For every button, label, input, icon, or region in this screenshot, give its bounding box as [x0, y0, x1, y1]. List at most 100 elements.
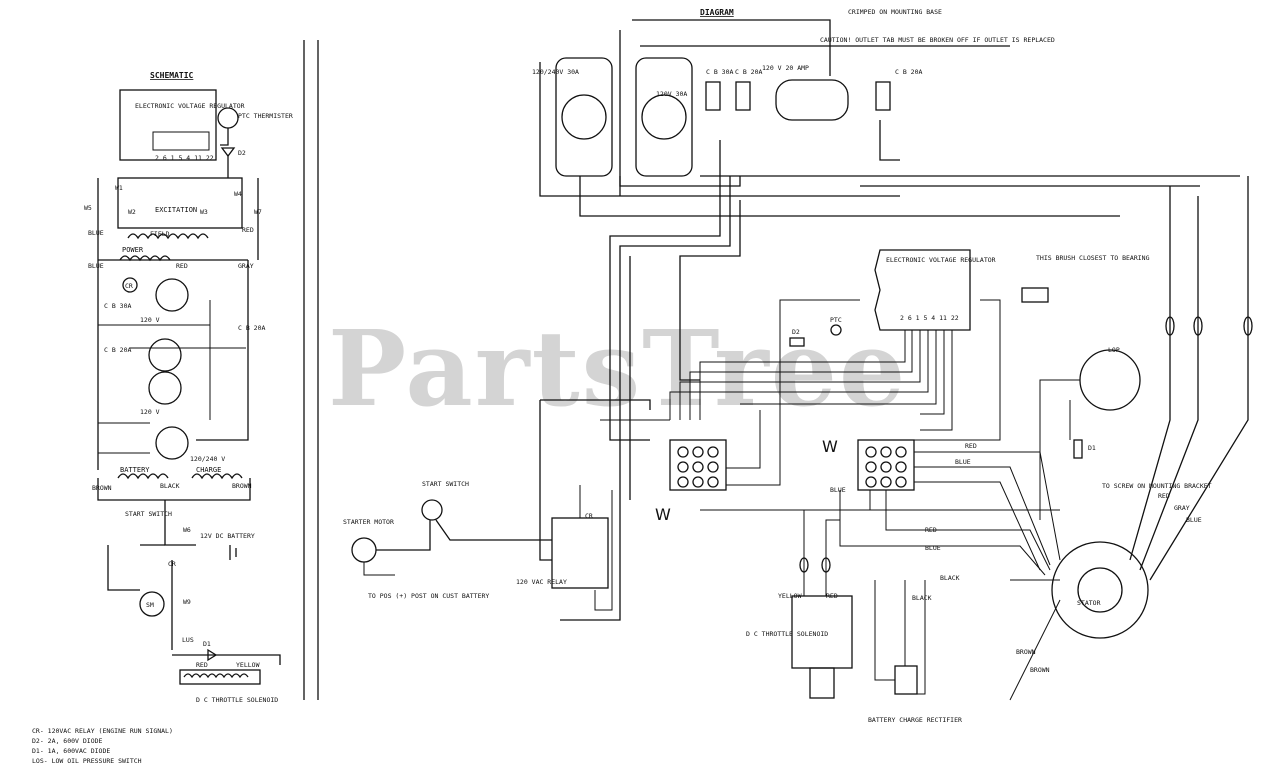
brush-holder-icon — [1021, 287, 1049, 303]
w3-label: W3 — [200, 208, 208, 216]
lead-red-label: RED — [1158, 492, 1170, 500]
diagram-solenoid-label: D C THROTTLE SOLENOID — [746, 630, 828, 638]
power-label: POWER — [122, 246, 144, 254]
circuit-breaker-20a — [735, 81, 751, 111]
diagram-d2-icon — [789, 337, 805, 347]
terminal-pin — [692, 461, 704, 473]
connector-icon — [1193, 316, 1203, 336]
svg-text:RED: RED — [176, 262, 188, 270]
schematic-legend: CR- 120VAC RELAY (ENGINE RUN SIGNAL) D2-… — [32, 727, 173, 765]
diagram-d1-label: D1 — [1088, 444, 1096, 452]
svg-text:RED: RED — [196, 661, 208, 669]
terminal-pin — [707, 461, 719, 473]
w5-label: W5 — [84, 204, 92, 212]
terminal-pin — [677, 461, 689, 473]
legend-item: D1- 1A, 600VAC DIODE — [32, 747, 110, 755]
charge-winding-icon — [191, 473, 243, 480]
w2-blue-label-2: BLUE — [925, 544, 941, 552]
receptacle-120-240-icon — [155, 426, 189, 460]
diagram-ptc-label: PTC — [830, 316, 842, 324]
start-switch-icon — [421, 499, 443, 521]
red-lead — [1129, 186, 1171, 561]
terminal-pin — [865, 446, 877, 458]
screw-note: TO SCREW ON MOUNTING BRACKET — [1102, 482, 1212, 490]
stator-icon — [1051, 541, 1149, 639]
harness-wire — [539, 62, 900, 197]
schematic-throttle-solenoid-box — [179, 669, 261, 685]
terminal-block-w1-pins — [677, 446, 719, 488]
watermark: PartsTree — [328, 307, 907, 430]
battery-label: BATTERY — [120, 466, 150, 474]
receptacle-30a-icon — [155, 278, 189, 312]
black-label: BLACK — [160, 482, 180, 490]
charge-label: CHARGE — [196, 466, 221, 474]
schematic-right-rail — [196, 260, 249, 441]
starter-motor-icon — [351, 537, 377, 563]
brush-note: THIS BRUSH CLOSEST TO BEARING — [1036, 254, 1150, 262]
lead-blue-label: BLUE — [1186, 516, 1202, 524]
schematic-throttle-label: D C THROTTLE SOLENOID — [196, 696, 278, 704]
schematic-section: SCHEMATIC ELECTRONIC VOLTAGE REGULATOR 2… — [32, 71, 293, 765]
terminal-pin — [895, 446, 907, 458]
crimp-note: CRIMPED ON MOUNTING BASE — [848, 8, 942, 16]
w6-label: W6 — [183, 526, 191, 534]
rec1-label: 120/240V 30A — [532, 68, 579, 76]
relay-cr-label: CR — [585, 512, 593, 520]
schematic-blue-label: BLUE — [88, 229, 104, 237]
stator-brown-label-2: BROWN — [1030, 666, 1050, 674]
w2-red-label-2: RED — [925, 526, 937, 534]
lop-label: LOP — [1108, 346, 1120, 354]
v120a-label: 120 V — [140, 316, 160, 324]
terminal-pin — [692, 476, 704, 488]
schematic-cb20b-label: C B 20A — [238, 324, 265, 332]
connector-icon — [1243, 316, 1253, 336]
terminal-block-w1 — [669, 439, 727, 491]
terminal-pin — [880, 446, 892, 458]
regulator-terminal-strip — [152, 131, 210, 151]
w9-label: W9 — [183, 598, 191, 606]
power-winding-icon — [119, 255, 171, 262]
terminal-pin — [707, 476, 719, 488]
trunk-wire-22 — [609, 140, 721, 441]
terminal-pin — [865, 476, 877, 488]
terminal-pin — [692, 446, 704, 458]
dc-battery-label: 12V DC BATTERY — [200, 532, 255, 540]
circuit-breaker-20a-right — [875, 81, 891, 111]
battery-charge-label: BATTERY CHARGE RECTIFIER — [868, 716, 962, 724]
v120240-label: 120/240 V — [190, 455, 225, 463]
battery-charge-rectifier-box — [894, 665, 918, 695]
w4-label: W4 — [234, 190, 242, 198]
field-label: FIELD — [150, 230, 170, 238]
schematic-cb30-label: C B 30A — [104, 302, 131, 310]
rec3-label: 120 V 20 AMP — [762, 64, 809, 72]
svg-text:BLUE: BLUE — [88, 262, 104, 270]
legend-item: D2- 2A, 600V DIODE — [32, 737, 103, 745]
receptacle-120v-30a-box — [635, 57, 693, 177]
stator-inner-icon — [1077, 567, 1123, 613]
legend-item: LOS- LOW OIL PRESSURE SWITCH — [32, 757, 142, 765]
w2-blue-label: BLUE — [955, 458, 971, 466]
svg-text:2 6 1 5 4 11 22: 2 6 1 5 4 11 22 — [155, 154, 214, 162]
schematic-title: SCHEMATIC — [150, 71, 194, 80]
connector-icon — [1165, 316, 1175, 336]
battery-winding-icon — [117, 473, 169, 480]
block-w2-label: W — [822, 437, 838, 456]
field-coil-icon — [127, 233, 209, 240]
sm-label: SM — [146, 601, 154, 609]
v120b-label: 120 V — [140, 408, 160, 416]
caution-note: CAUTION! OUTLET TAB MUST BE BROKEN OFF I… — [820, 36, 1055, 44]
connector-icon — [799, 557, 809, 573]
receptacle-120-240-30a-box — [555, 57, 613, 177]
receptacle-face-icon — [641, 94, 687, 140]
diagram-d1-icon — [1073, 439, 1083, 459]
terminal-pin — [677, 476, 689, 488]
diagram-start-switch-label: START SWITCH — [422, 480, 469, 488]
schematic-regulator-box — [119, 89, 217, 161]
terminal-pin — [865, 461, 877, 473]
schematic-d2-label: D2 — [238, 149, 246, 157]
excitation-label: EXCITATION — [155, 206, 197, 214]
solenoid-red-label: RED — [826, 592, 838, 600]
schematic-red-label: RED — [242, 226, 254, 234]
starter-motor-sm-icon — [139, 591, 165, 617]
terminal-pin — [895, 476, 907, 488]
